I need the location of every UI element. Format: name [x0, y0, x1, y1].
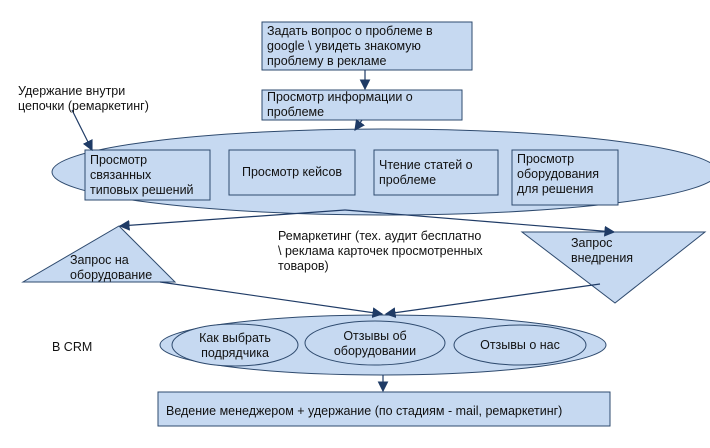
manager-label: Ведение менеджером + удержание (по стади…: [166, 404, 563, 418]
arrow-info-to-research: [354, 119, 365, 131]
equipment-reviews-ellipse: [304, 320, 446, 366]
retention-label: Удержание внутри цепочки (ремаркетинг): [18, 84, 149, 113]
equipment-request-triangle: [21, 225, 177, 283]
articles-label: Чтение статей о проблеме: [379, 158, 473, 187]
view-info-box: [261, 89, 463, 121]
ask-question-label: Задать вопрос о проблеме в google \ увид…: [267, 24, 433, 68]
arrow-implementation-request-to-crm: [384, 283, 601, 319]
our-reviews-ellipse: [453, 324, 587, 366]
equipment-reviews-label: Отзывы об оборудовании: [333, 329, 417, 358]
equipment-view-box: [511, 149, 619, 206]
related-solutions-label: Просмотр связанных типовых решений: [90, 153, 194, 197]
cases-label: Просмотр кейсов: [241, 165, 343, 179]
articles-box: [373, 149, 499, 196]
implementation-request-label: Запрос внедрения: [571, 236, 634, 265]
ask-question-box: [261, 21, 473, 71]
choose-contractor-ellipse: [171, 323, 299, 367]
remarketing-label: Ремаркетинг (тех. аудит бесплатно \ рекл…: [278, 229, 483, 273]
arrow-research-to-equipment-request: [118, 209, 346, 231]
related-solutions-box: [84, 149, 211, 201]
view-info-label: Просмотр информации о проблеме: [267, 90, 413, 119]
arrow-retention-to-ellipse: [71, 109, 93, 152]
choose-contractor-label: Как выбрать подрядчика: [199, 331, 271, 360]
cases-box: [228, 149, 356, 196]
equipment-view-label: Просмотр оборудования для решения: [517, 152, 600, 196]
crm-label: В CRM: [52, 340, 93, 354]
arrow-equipment-request-to-crm: [159, 281, 384, 318]
our-reviews-label: Отзывы о нас: [480, 338, 560, 352]
manager-box: [157, 391, 611, 427]
equipment-request-label: Запрос на оборудование: [70, 253, 153, 282]
arrow-research-to-implementation-request: [344, 209, 616, 237]
